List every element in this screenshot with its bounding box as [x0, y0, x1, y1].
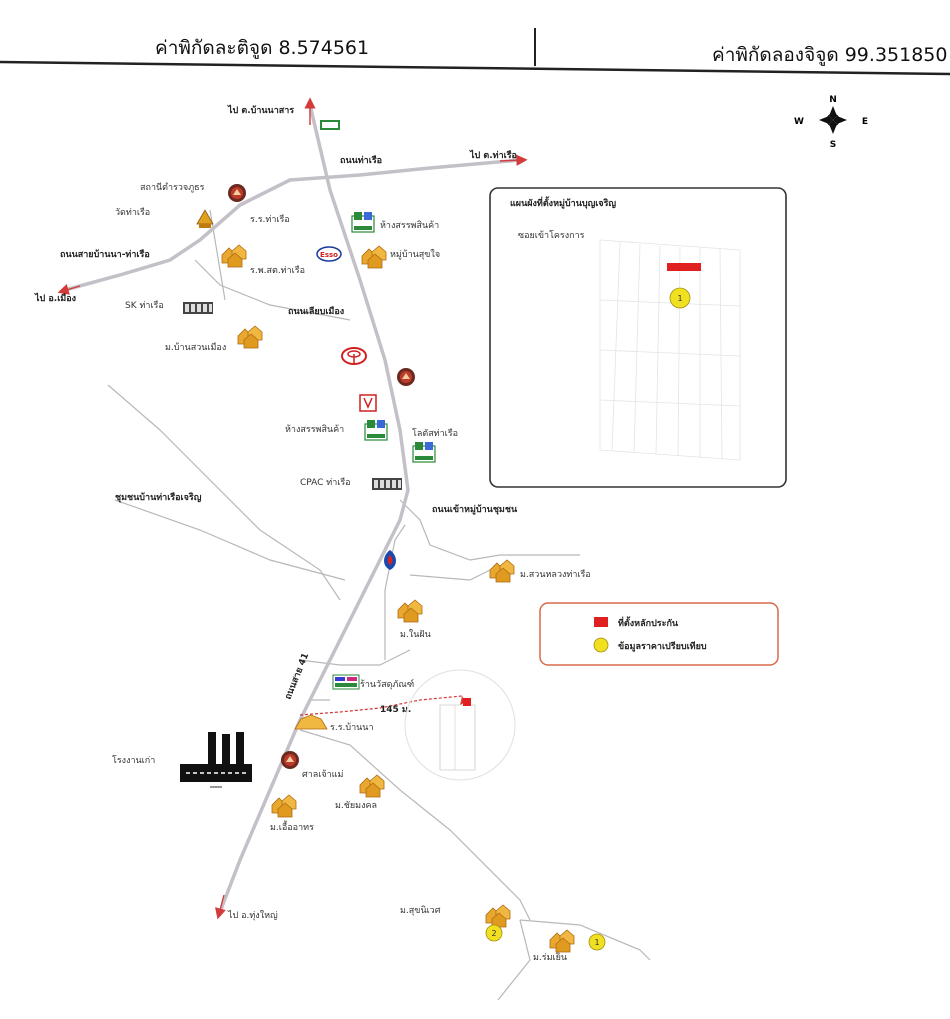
- minor-roads: [107, 209, 651, 1001]
- highway-label: ถนนสาย 41: [284, 652, 312, 701]
- legend-comparable-label: ข้อมูลราคาเปรียบเทียบ: [618, 641, 707, 652]
- esso-logo-icon: Esso: [316, 246, 342, 262]
- road-west-label: ถนนสายบ้านนา-ท่าเรือ: [60, 248, 150, 260]
- house-icon: [489, 559, 515, 583]
- house-icon: [237, 325, 263, 349]
- compass-s: S: [830, 140, 836, 150]
- route-to-site: 145 ม.: [299, 695, 466, 716]
- place-label: ม.บ้านสวนเมือง: [165, 342, 226, 353]
- temple-icon: [196, 209, 214, 228]
- legend-comparable-swatch: [593, 637, 609, 653]
- comparable-number: 1: [594, 938, 599, 947]
- longitude-label: ค่าพิกัดลองจิจูด 99.351850: [712, 44, 948, 66]
- site-marker: [463, 698, 471, 706]
- temple-building-icon: [294, 714, 328, 730]
- house-icon: [221, 244, 247, 268]
- comparable-number: 2: [491, 929, 496, 938]
- house-icon: [549, 929, 575, 953]
- comparable-markers: 1 2: [485, 924, 606, 951]
- place-label: ม.ในฝัน: [400, 629, 431, 640]
- road-east-label: ถนนท่าเรือ: [340, 154, 382, 166]
- bank-icon: [183, 302, 213, 314]
- shop-icon: [412, 441, 436, 463]
- place-label: ม.สุขนิเวศ: [400, 905, 441, 916]
- legend: ที่ตั้งหลักประกัน ข้อมูลราคาเปรียบเทียบ: [539, 602, 779, 666]
- place-label: SK ท่าเรือ: [125, 300, 164, 311]
- place-label: ร้านวัสดุภัณฑ์: [360, 678, 414, 690]
- latitude-label: ค่าพิกัดละติจูด 8.574561: [155, 37, 370, 59]
- compass-e: E: [862, 117, 868, 127]
- bank-icon: [372, 478, 402, 490]
- place-label: ห้างสรรพสินค้า: [380, 220, 439, 231]
- road-mid-label: ถนนเลียบเมือง: [288, 305, 344, 317]
- police-icon: [281, 751, 299, 769]
- inset-comparable-marker: [669, 287, 691, 309]
- to-south-label: ไป อ.ทุ่งใหญ่: [227, 910, 278, 921]
- police-icon: [397, 368, 415, 386]
- house-icon: [485, 904, 511, 928]
- shop-icon: [364, 419, 388, 441]
- inset-title: แผนผังที่ตั้งหมู่บ้านบุญเจริญ: [510, 196, 616, 209]
- inset-marker-number: 1: [677, 294, 682, 303]
- esso-text: Esso: [320, 251, 338, 259]
- to-west-label: ไป อ.เมือง: [34, 292, 76, 304]
- place-label: ม.เอื้ออาทร: [270, 820, 314, 833]
- distance-label: 145 ม.: [380, 705, 411, 715]
- inset-map: แผนผังที่ตั้งหมู่บ้านบุญเจริญ ซอยเข้าโคร…: [489, 187, 787, 488]
- police-icon: [228, 184, 246, 202]
- header-separators: [0, 28, 950, 76]
- compass-n: N: [829, 95, 837, 105]
- place-label: ชุมชนบ้านท่าเรือเจริญ: [115, 491, 202, 503]
- place-label: โลตัสท่าเรือ: [412, 428, 458, 439]
- ptt-logo-icon: [384, 550, 396, 570]
- place-label: หมู่บ้านสุขใจ: [390, 249, 440, 260]
- legend-site-swatch: [594, 617, 608, 627]
- to-east-label: ไป ต.ท่าเรือ: [469, 149, 517, 161]
- comparable-marker: [588, 933, 606, 951]
- map-icons: Esso: [180, 120, 575, 953]
- place-label: CPAC ท่าเรือ: [300, 477, 351, 488]
- place-label: สถานีตำรวจภูธร: [140, 182, 205, 193]
- to-north-label: ไป ต.บ้านนาสาร: [227, 104, 294, 116]
- place-label: ศาลเจ้าแม่: [302, 769, 343, 780]
- place-labels: สถานีตำรวจภูธร วัดท่าเรือ ร.ร.ท่าเรือ ร.…: [112, 182, 591, 963]
- junction-road-label: ถนนเข้าหมู่บ้านชุมชน: [432, 504, 518, 515]
- toyota-logo-icon: [341, 347, 367, 365]
- place-label: โรงงานเก่า: [112, 755, 155, 766]
- place-label: ม.สวนหลวงท่าเรือ: [520, 569, 591, 580]
- site-detail-circle: [404, 669, 516, 781]
- inset-subtitle: ซอยเข้าโครงการ: [518, 230, 585, 241]
- sign-icon: [320, 120, 340, 130]
- house-icon: [397, 599, 423, 623]
- legend-site-label: ที่ตั้งหลักประกัน: [618, 616, 679, 629]
- inset-site-marker: [667, 263, 701, 271]
- place-label: ร.ร.ท่าเรือ: [250, 214, 290, 225]
- comparable-marker: [485, 924, 503, 942]
- place-label: ม.ชัยมงคล: [335, 801, 377, 811]
- place-label: วัดท่าเรือ: [115, 207, 150, 218]
- place-label: ร.ร.บ้านนา: [330, 722, 374, 733]
- house-icon: [361, 245, 387, 269]
- place-label: ร.พ.สต.ท่าเรือ: [250, 265, 305, 276]
- coordinate-header: ค่าพิกัดละติจูด 8.574561 ค่าพิกัดลองจิจู…: [0, 0, 950, 75]
- place-label: ห้างสรรพสินค้า: [285, 424, 344, 435]
- main-roads: [63, 103, 522, 914]
- shop-icon: [351, 211, 375, 233]
- house-icon: [271, 794, 297, 818]
- place-label: ม.ร่มเย็น: [533, 950, 567, 963]
- compass-rose: N S E W: [794, 95, 868, 150]
- store-logo-icon: [359, 394, 377, 412]
- factory-icon: [180, 732, 252, 788]
- house-icon: [359, 774, 385, 798]
- road-labels: ไป ต.บ้านนาสาร ไป ต.ท่าเรือ ถนนท่าเรือ ถ…: [34, 104, 518, 921]
- inset-lot-lines: [599, 239, 741, 461]
- school-icon: [332, 674, 360, 690]
- compass-w: W: [794, 117, 804, 127]
- direction-arrows: [57, 97, 528, 920]
